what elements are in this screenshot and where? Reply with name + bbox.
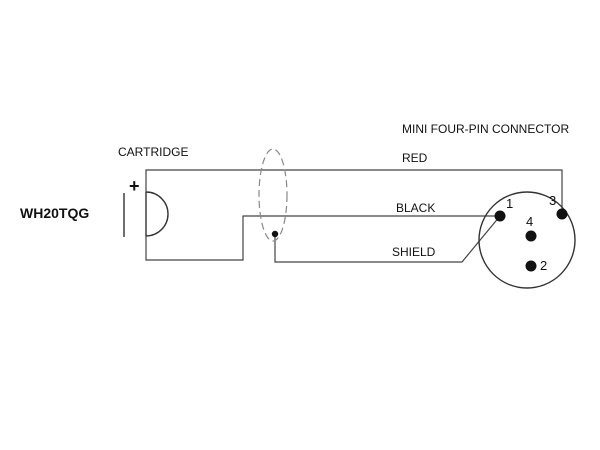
shield-wire-label: SHIELD — [392, 245, 436, 259]
pin-4-label: 4 — [526, 214, 533, 229]
pin-1 — [494, 210, 506, 222]
cartridge-plus-sign: + — [129, 176, 140, 196]
pin-4 — [525, 230, 537, 242]
cartridge-label: CARTRIDGE — [118, 145, 188, 159]
red-wire-label: RED — [402, 151, 428, 165]
mini-four-pin-connector: 1 3 4 2 — [478, 191, 576, 289]
connector-outline — [478, 191, 576, 289]
pin-3 — [556, 208, 568, 220]
pin-1-label: 1 — [506, 196, 513, 211]
cartridge-symbol: + — [123, 176, 169, 237]
black-wire: BLACK — [145, 201, 500, 261]
pin-2-label: 2 — [540, 258, 547, 273]
black-wire-label: BLACK — [396, 201, 435, 215]
connector-label: MINI FOUR-PIN CONNECTOR — [402, 122, 569, 136]
red-wire: RED — [145, 151, 563, 214]
pin-2 — [525, 260, 537, 272]
pin-3-label: 3 — [549, 193, 556, 208]
model-label: WH20TQG — [20, 205, 89, 221]
cable-shield-ellipse — [258, 148, 288, 242]
shield-wire: SHIELD — [271, 215, 501, 263]
shield-junction-dot — [271, 230, 279, 238]
